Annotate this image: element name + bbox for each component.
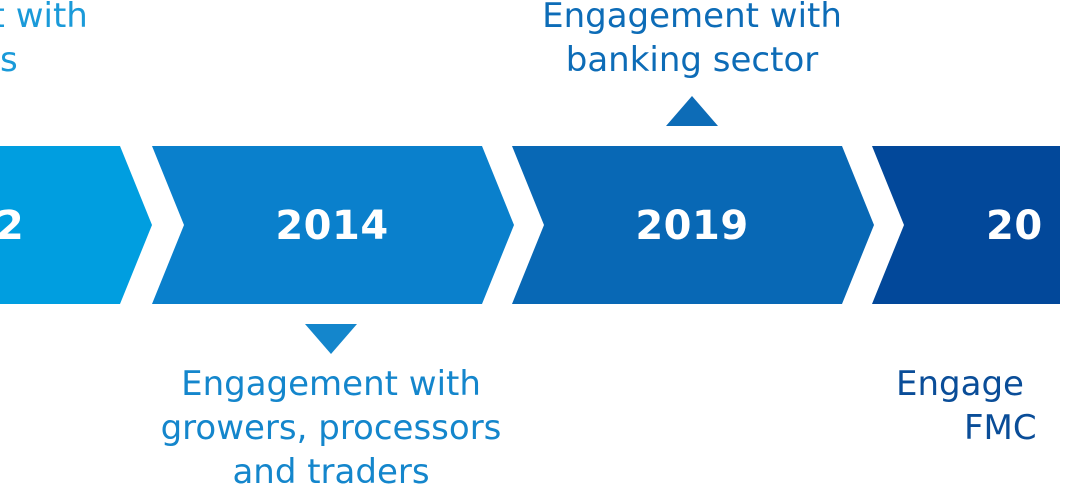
label-20xx-line-2: FMC [964, 408, 1037, 448]
label-2019-line-2: banking sector [565, 40, 819, 80]
label-2014-line-2: growers, processors [160, 408, 502, 448]
label-2012-line-1: nt with [0, 0, 88, 36]
label-2014: Engagement with growers, processors and … [131, 362, 531, 494]
label-2014-line-1: Engagement with [181, 364, 481, 404]
timeline-diagram: 2 2014 2019 20 nt with rs Engagement wit… [0, 0, 1060, 492]
down-marker-icon [305, 324, 357, 354]
timeline-year-2019: 2019 [635, 203, 749, 249]
timeline-step-20xx-arrow [872, 146, 1060, 304]
label-20xx-line-1: Engage [896, 364, 1024, 404]
label-2019: Engagement with banking sector [492, 0, 892, 82]
timeline-step-2014-arrow [152, 146, 514, 304]
timeline-year-20xx: 20 [986, 203, 1043, 249]
timeline-year-2012: 2 [0, 203, 25, 249]
timeline-year-2014: 2014 [275, 203, 389, 249]
label-2014-line-3: and traders [232, 452, 430, 492]
label-2012: nt with rs [0, 0, 104, 82]
up-marker-icon [666, 96, 718, 126]
label-20xx: Engage FMC [896, 362, 1037, 450]
timeline-arrows [0, 96, 1060, 354]
timeline-step-2012-arrow [0, 146, 152, 304]
label-2012-line-2: rs [0, 40, 18, 80]
label-2019-line-1: Engagement with [542, 0, 842, 36]
timeline-step-2019-arrow [512, 146, 874, 304]
